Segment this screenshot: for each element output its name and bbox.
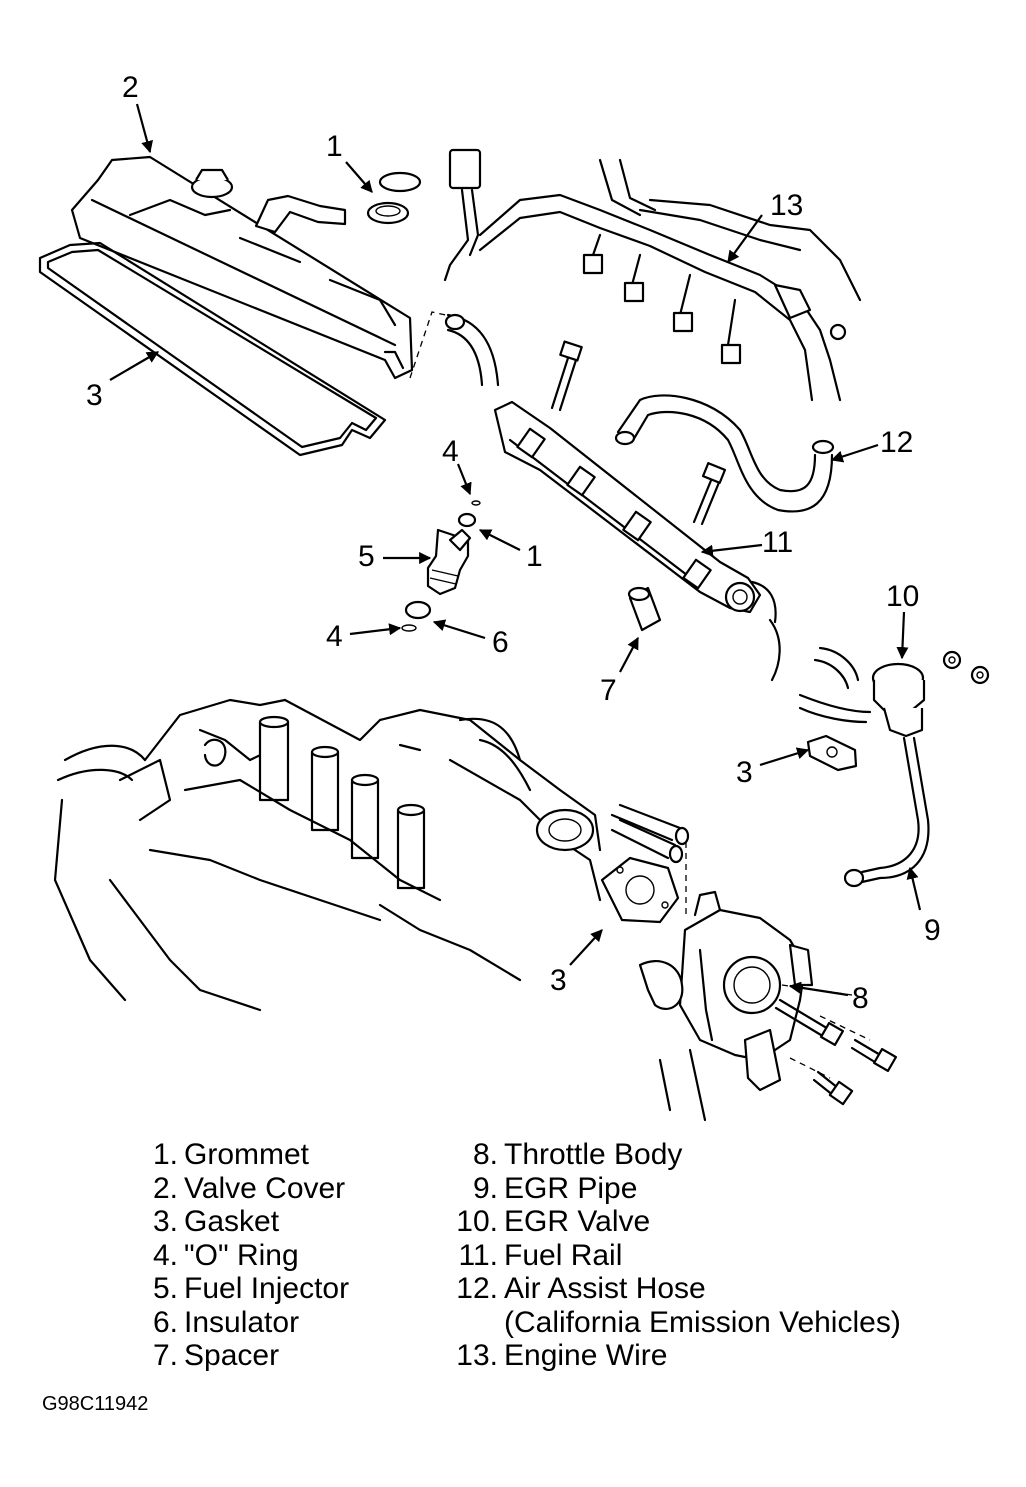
callout-2: 2 — [122, 71, 139, 104]
callout-6: 6 — [492, 626, 509, 659]
callout-5: 5 — [358, 540, 375, 573]
legend-item: 6.Insulator — [128, 1306, 349, 1340]
egr-pipe-drawing — [843, 736, 930, 888]
callout-13: 13 — [770, 189, 803, 222]
legend-item: 11.Fuel Rail — [430, 1239, 901, 1273]
throttle-body-bolts-drawing — [774, 998, 898, 1106]
legend-item: 13.Engine Wire — [430, 1339, 901, 1373]
air-assist-hose-drawing — [614, 394, 835, 513]
throttle-body-drawing — [638, 890, 853, 1122]
legend-item-label: Insulator — [184, 1305, 300, 1339]
egr-valve-drawing — [871, 650, 990, 738]
egr-hoses-drawing — [798, 646, 872, 724]
legend-item-number: 7. — [152, 1339, 178, 1372]
fuel-rail-drawing — [493, 400, 781, 682]
legend-item-label: Throttle Body — [504, 1138, 683, 1171]
legend-item-number: 8. — [472, 1138, 498, 1171]
valve-cover-gasket-drawing — [38, 241, 387, 457]
legend-item-label: Fuel Injector — [184, 1272, 350, 1305]
legend-item-number: 5. — [152, 1272, 178, 1305]
legend-item-label: EGR Pipe — [504, 1171, 638, 1205]
callout-numbers: 2 1 3 13 4 1 5 4 6 7 12 11 10 3 3 9 8 — [86, 71, 941, 1015]
throttle-body-gasket-drawing — [600, 856, 680, 924]
legend-item-label: "O" Ring — [184, 1238, 299, 1272]
fuel-injector-drawing — [401, 500, 481, 632]
legend-item-label: (California Emission Vehicles) — [504, 1305, 901, 1339]
legend-item: 4."O" Ring — [128, 1239, 349, 1273]
callout-1-grommet-top: 1 — [326, 130, 343, 163]
legend-item: 12.Air Assist Hose — [430, 1272, 901, 1306]
callout-leaders — [109, 103, 922, 997]
legend-item-number: 13. — [456, 1339, 498, 1372]
legend-item: 7.Spacer — [128, 1339, 349, 1373]
legend-item: 1.Grommet — [128, 1138, 349, 1172]
callout-4-upper: 4 — [442, 435, 459, 468]
grommet-top-drawing — [366, 171, 422, 225]
legend-item-label: Spacer — [184, 1339, 280, 1372]
legend-item-number: 3. — [152, 1205, 178, 1238]
callout-8: 8 — [852, 982, 869, 1015]
valve-cover-drawing — [70, 155, 414, 380]
legend-item: (California Emission Vehicles) — [430, 1306, 901, 1340]
callout-9: 9 — [924, 914, 941, 947]
legend-item-label: EGR Valve — [504, 1205, 651, 1238]
callout-10: 10 — [886, 580, 919, 613]
throttle-vacuum-lines-drawing — [610, 803, 690, 915]
legend-item-label: Gasket — [184, 1205, 280, 1238]
engine-wire-harness-drawing — [443, 148, 862, 402]
legend-item-label: Air Assist Hose — [504, 1272, 706, 1305]
legend-item-number: 11. — [458, 1238, 498, 1272]
intake-manifold-drawing — [53, 698, 602, 1012]
legend-item: 3.Gasket — [128, 1205, 349, 1239]
callout-3-throttle-gasket: 3 — [550, 964, 567, 997]
spacer-drawing — [627, 586, 662, 632]
legend-item-number: 9. — [472, 1171, 498, 1205]
callout-3-egr-gasket: 3 — [736, 756, 753, 789]
callout-4-lower: 4 — [326, 620, 343, 653]
figure-code: G98C11942 — [42, 1393, 149, 1415]
legend-item: 2.Valve Cover — [128, 1172, 349, 1206]
fuel-rail-bolts-drawing — [550, 340, 727, 526]
legend-item-number: 2. — [152, 1171, 178, 1205]
callout-7: 7 — [600, 674, 617, 707]
legend-item-label: Fuel Rail — [504, 1238, 623, 1272]
callout-1-injector: 1 — [526, 540, 543, 573]
legend-item: 9.EGR Pipe — [430, 1172, 901, 1206]
legend-item-number: 4. — [152, 1238, 178, 1272]
legend-item: 10.EGR Valve — [430, 1205, 901, 1239]
callout-11: 11 — [762, 526, 793, 559]
legend-item-number — [430, 1306, 504, 1340]
legend-item-number: 6. — [152, 1305, 178, 1339]
legend-item-label: Grommet — [184, 1138, 310, 1171]
legend-item: 8.Throttle Body — [430, 1138, 901, 1172]
legend-item-label: Valve Cover — [184, 1171, 346, 1205]
egr-gasket-drawing — [806, 734, 858, 772]
callout-12: 12 — [880, 426, 913, 459]
legend-item: 5.Fuel Injector — [128, 1272, 349, 1306]
legend-item-label: Engine Wire — [504, 1339, 668, 1372]
callout-3-valve-gasket: 3 — [86, 379, 103, 412]
vacuum-hose-drawing — [409, 311, 500, 387]
legend-item-number: 1. — [152, 1138, 178, 1171]
legend-item-number: 10. — [456, 1205, 498, 1238]
legend-item-number: 12. — [456, 1272, 498, 1305]
